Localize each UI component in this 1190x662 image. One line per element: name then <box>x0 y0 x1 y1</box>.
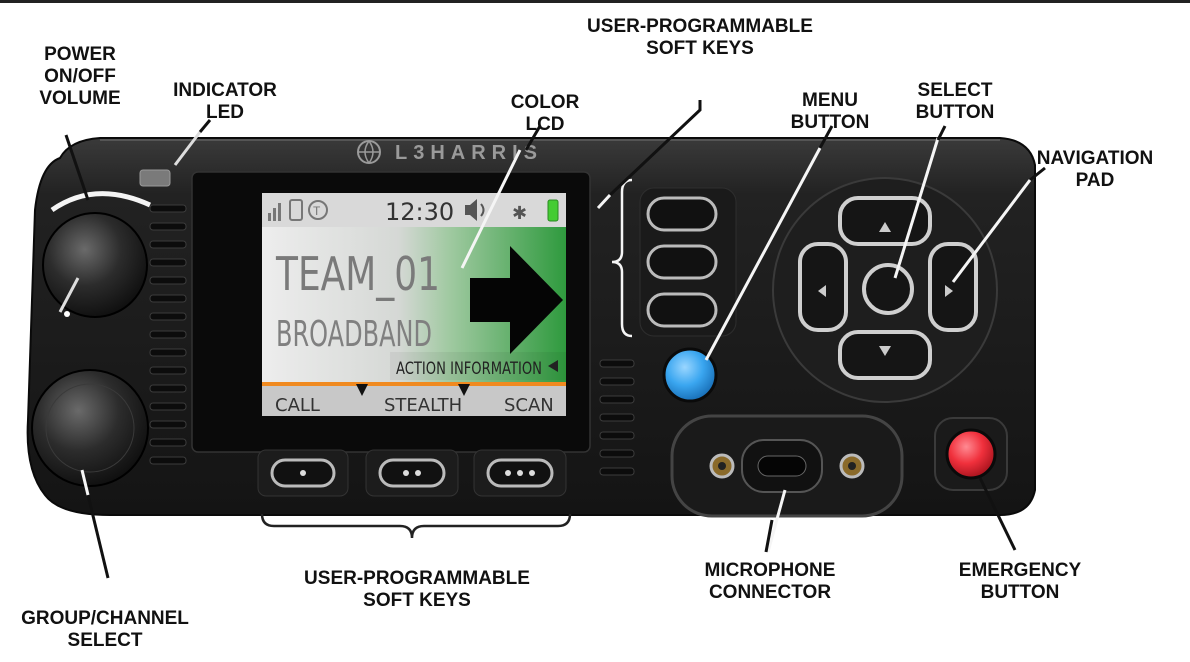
grille-slot <box>149 240 187 249</box>
grille-slot <box>149 366 187 375</box>
power-volume-knob <box>42 212 148 318</box>
lcd-softkey-left: CALL <box>275 395 320 416</box>
label-group-channel: GROUP/CHANNEL SELECT <box>21 608 189 651</box>
grille-slot <box>149 330 187 339</box>
soft-keys-bracket-bottom <box>260 513 572 539</box>
top-border <box>0 0 1190 3</box>
lcd-time: 12:30 <box>385 198 454 226</box>
bluetooth-icon: ✱ <box>512 203 527 224</box>
lcd-line-2: BROADBAND <box>276 314 432 355</box>
left-grille <box>149 204 187 465</box>
gps-icon <box>289 199 303 221</box>
battery-icon <box>547 199 559 222</box>
label-soft-keys-bottom: USER-PROGRAMMABLE SOFT KEYS <box>304 568 530 611</box>
bottom-soft-keys <box>257 449 567 497</box>
label-microphone-connector: MICROPHONE CONNECTOR <box>704 560 836 603</box>
talkaround-icon <box>308 200 328 220</box>
right-soft-keys <box>639 187 737 337</box>
soft-key-right-2 <box>646 244 718 280</box>
grille-slot <box>149 204 187 213</box>
nav-right-button <box>928 242 978 332</box>
brand-logo: L3HARRIS <box>357 140 543 164</box>
soft-keys-bracket-right <box>611 178 633 338</box>
label-color-lcd: COLOR LCD <box>510 92 580 135</box>
menu-button <box>662 347 718 403</box>
leader-lines <box>64 100 1046 579</box>
grille-slot <box>149 384 187 393</box>
right-grille <box>599 359 635 476</box>
brand-text: L3HARRIS <box>395 142 543 164</box>
grille-slot <box>599 395 635 404</box>
group-channel-knob <box>31 369 149 487</box>
lcd-line-1: TEAM_01 <box>275 247 440 301</box>
grille-slot <box>149 222 187 231</box>
grille-slot <box>599 377 635 386</box>
select-button <box>862 263 914 315</box>
label-navigation-pad: NAVIGATION PAD <box>1036 148 1154 191</box>
indicator-led <box>139 169 171 187</box>
soft-key-right-3 <box>646 292 718 328</box>
grille-slot <box>149 402 187 411</box>
svg-text:T: T <box>313 204 321 218</box>
action-arrow-icon <box>548 360 558 372</box>
lcd-status-bar <box>262 193 566 227</box>
label-menu-button: MENU BUTTON <box>790 90 870 133</box>
grille-slot <box>599 467 635 476</box>
lcd-softkey-center: STEALTH <box>384 395 462 416</box>
lcd-softkey-bar <box>262 386 566 416</box>
lcd-action-info: ACTION INFORMATION <box>396 359 542 379</box>
grille-slot <box>149 456 187 465</box>
grille-slot <box>599 413 635 422</box>
grille-slot <box>149 276 187 285</box>
grille-slot <box>149 312 187 321</box>
grille-slot <box>149 294 187 303</box>
label-emergency-button: EMERGENCY BUTTON <box>958 560 1082 603</box>
grille-slot <box>149 258 187 267</box>
soft-key-right-1 <box>646 196 718 232</box>
grille-slot <box>599 449 635 458</box>
lcd-softkey-right: SCAN <box>504 395 554 416</box>
label-power-volume: POWER ON/OFF VOLUME <box>39 44 121 109</box>
direction-arrow-icon <box>470 246 563 354</box>
grille-slot <box>599 431 635 440</box>
grille-slot <box>149 420 187 429</box>
label-select-button: SELECT BUTTON <box>915 80 995 123</box>
nav-left-button <box>798 242 848 332</box>
grille-slot <box>599 359 635 368</box>
grille-slot <box>149 348 187 357</box>
emergency-button <box>945 428 997 480</box>
label-soft-keys-top: USER-PROGRAMMABLE SOFT KEYS <box>587 16 813 59</box>
grille-slot <box>149 438 187 447</box>
signal-icon <box>268 203 281 221</box>
speaker-icon <box>465 199 485 221</box>
volume-arc-icon <box>50 191 152 213</box>
label-indicator-led: INDICATOR LED <box>173 80 277 123</box>
